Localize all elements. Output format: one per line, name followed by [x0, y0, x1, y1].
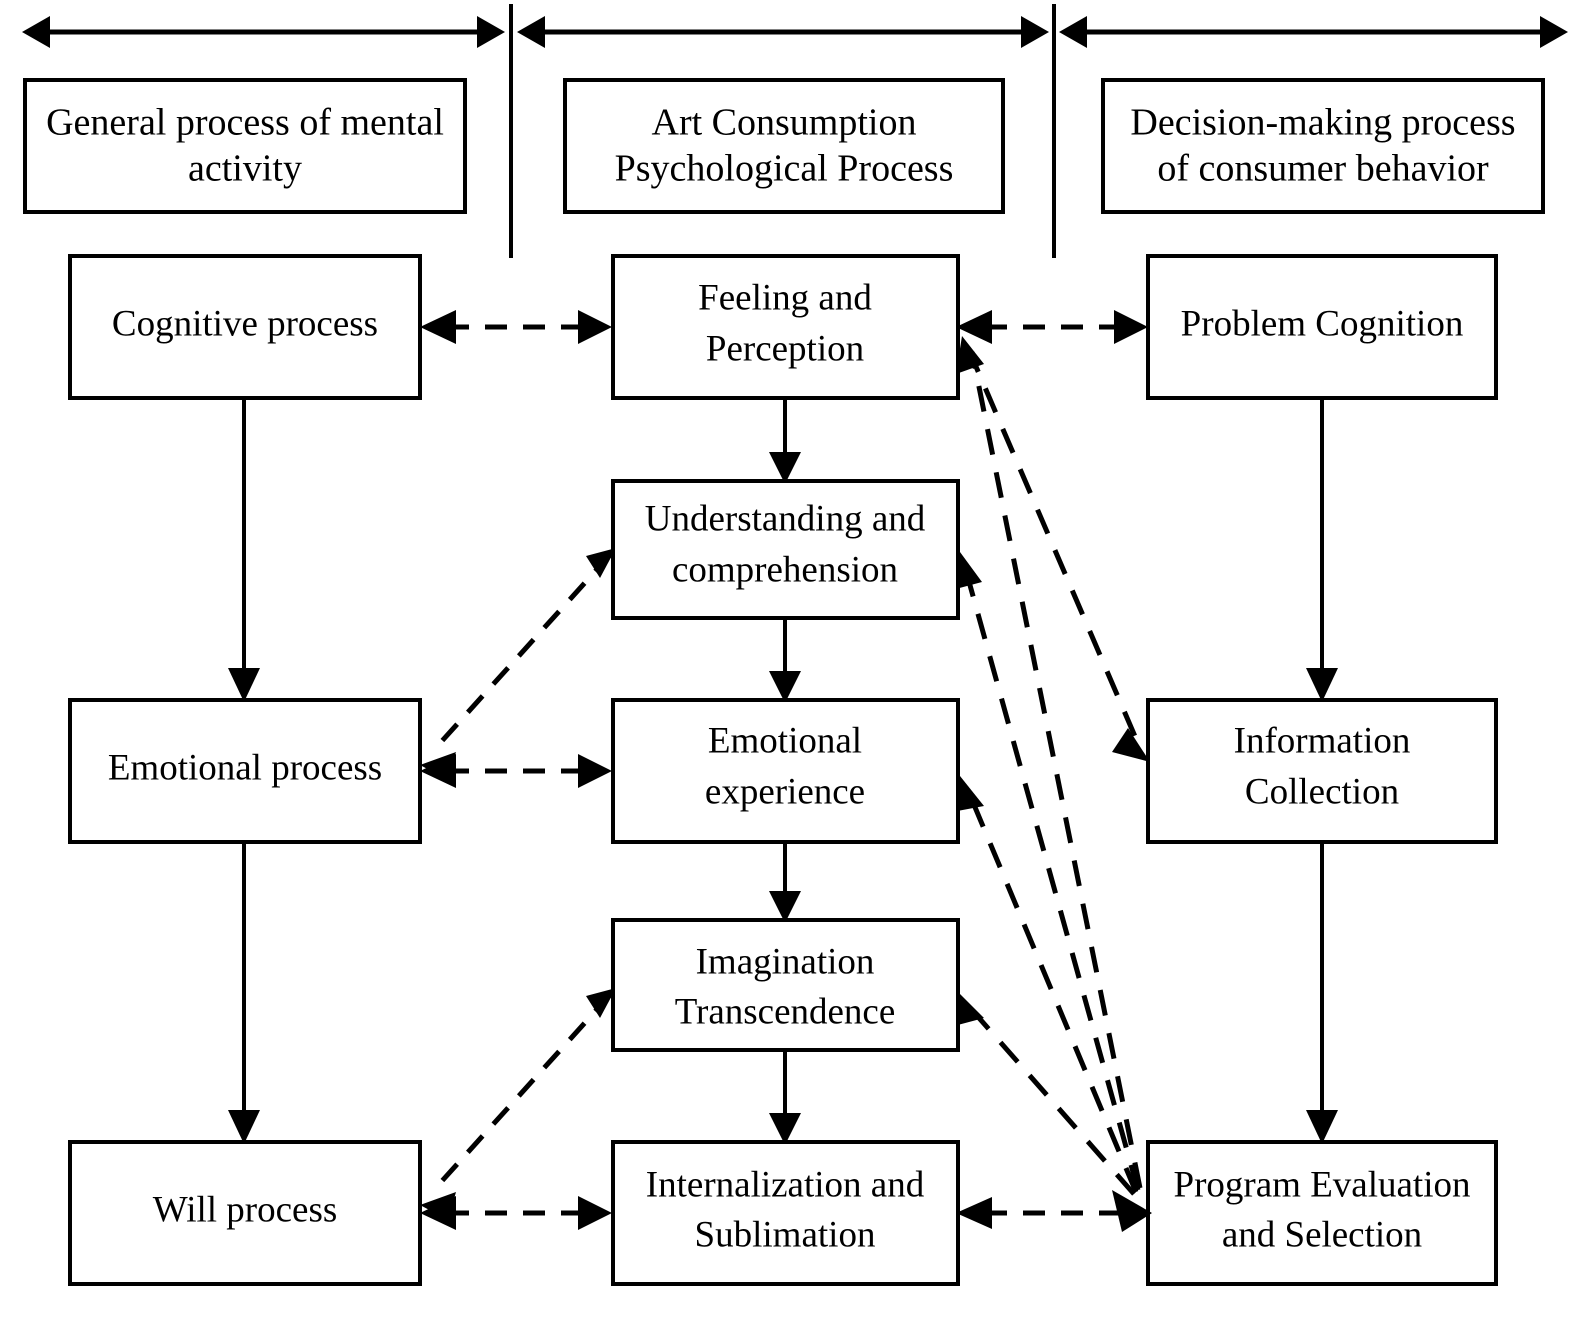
node-feeling-and-perception-rect[interactable]	[611, 254, 960, 400]
node-imagination-transcendence-rect[interactable]	[611, 918, 960, 1052]
header-art-consumption-line2: Psychological Process	[615, 148, 954, 190]
node-will-process-label: Will process	[153, 1189, 338, 1230]
header-boxes: General process of mental activity Art C…	[23, 78, 1545, 214]
node-problem-cognition[interactable]: Problem Cognition	[1146, 254, 1498, 400]
node-emotional-experience-label-line1: Emotional	[708, 720, 862, 761]
edge-program-feeling-line	[969, 351, 1143, 1189]
edge-problem-to-information-arrowhead	[1306, 668, 1338, 702]
node-emotional-process-rect[interactable]	[68, 698, 422, 844]
node-problem-cognition-rect[interactable]	[1146, 254, 1498, 400]
node-understanding-and-comprehension-rect[interactable]	[611, 479, 960, 620]
node-information-collection-label-line1: Information	[1234, 720, 1411, 761]
node-program-evaluation-label-line2: and Selection	[1222, 1214, 1422, 1255]
span-right-arrowhead-start	[1059, 16, 1087, 48]
node-understanding-label-line2: comprehension	[672, 549, 898, 590]
node-will-process-rect[interactable]	[68, 1140, 422, 1286]
edge-feeling-information-line	[965, 347, 1143, 749]
node-will-process[interactable]: Will process	[68, 1140, 422, 1286]
edge-feeling-information-arrowhead	[1112, 728, 1150, 762]
edge-emotionalexp-to-imagination-arrowhead	[769, 891, 801, 923]
edge-cognitive-to-emotional-arrowhead	[228, 668, 260, 702]
edge-emotional-to-will-arrowhead	[228, 1110, 260, 1144]
header-general-process-line2: activity	[188, 148, 302, 190]
program-evaluation-incoming-arrowheads	[1112, 1190, 1152, 1232]
node-emotional-experience[interactable]: Emotional experience	[611, 698, 960, 844]
header-art-consumption-line1: Art Consumption	[652, 102, 917, 144]
edge-imagination-to-internalization-arrowhead	[769, 1113, 801, 1145]
node-imagination-label-line2: Transcendence	[675, 991, 896, 1032]
node-emotional-process[interactable]: Emotional process	[68, 698, 422, 844]
column-dividers	[509, 4, 1056, 258]
edge-feeling-problem-arrowhead-left	[956, 310, 992, 344]
span-right-arrowhead-end	[1540, 16, 1568, 48]
node-understanding-and-comprehension[interactable]: Understanding and comprehension	[611, 479, 960, 620]
node-internalization-label-line2: Sublimation	[695, 1214, 876, 1255]
edge-feeling-to-understanding-arrowhead	[769, 452, 801, 484]
span-left-arrowhead-end	[477, 16, 505, 48]
top-span-arrows	[22, 16, 1568, 48]
edge-will-internalization-arrowhead-right	[578, 1196, 612, 1230]
edge-imagination-willprocess-line	[430, 993, 612, 1194]
node-internalization-and-sublimation-rect[interactable]	[611, 1140, 960, 1286]
header-decision-making-line2: of consumer behavior	[1157, 148, 1489, 190]
edge-emotional-emotionalexp-arrowhead-left	[420, 754, 456, 788]
edge-understanding-emotionalprocess-arrowhead-up	[586, 548, 616, 578]
edge-cognitive-feeling-arrowhead-left	[420, 310, 456, 344]
edge-program-understanding-line	[965, 577, 1141, 1191]
node-emotional-experience-label-line2: experience	[705, 771, 865, 812]
node-understanding-label-line1: Understanding and	[645, 498, 926, 539]
node-problem-cognition-label: Problem Cognition	[1181, 303, 1464, 344]
node-feeling-and-perception-label-line2: Perception	[706, 328, 864, 369]
node-imagination-label-line1: Imagination	[696, 941, 875, 982]
edge-program-internalization-arrowhead-left	[956, 1197, 992, 1229]
converging-arrowhead-main	[1112, 1190, 1152, 1232]
header-box-decision-making	[1101, 78, 1545, 214]
node-program-evaluation-label-line1: Program Evaluation	[1174, 1164, 1471, 1205]
edge-program-imagination-arrowhead	[954, 992, 984, 1026]
span-middle-arrowhead-end	[1021, 16, 1049, 48]
solid-edges	[228, 398, 1338, 1145]
node-emotional-process-label: Emotional process	[108, 747, 382, 788]
dashed-horizontal-edges	[420, 310, 1148, 1230]
node-boxes: Cognitive process Emotional process Will…	[68, 254, 1498, 1286]
node-internalization-and-sublimation[interactable]: Internalization and Sublimation	[611, 1140, 960, 1286]
node-program-evaluation-rect[interactable]	[1146, 1140, 1498, 1286]
node-feeling-and-perception-label-line1: Feeling and	[698, 277, 872, 318]
node-information-collection[interactable]: Information Collection	[1146, 698, 1498, 844]
node-cognitive-process[interactable]: Cognitive process	[68, 254, 422, 400]
header-general-process-line1: General process of mental	[46, 102, 444, 144]
node-emotional-experience-rect[interactable]	[611, 698, 960, 844]
edge-feeling-problem-arrowhead-right	[1114, 310, 1148, 344]
header-box-art-consumption	[563, 78, 1005, 214]
span-left-arrowhead-start	[22, 16, 50, 48]
node-feeling-and-perception[interactable]: Feeling and Perception	[611, 254, 960, 400]
edge-will-internalization-arrowhead-left	[420, 1196, 456, 1230]
edge-emotional-emotionalexp-arrowhead-right	[578, 754, 612, 788]
header-decision-making-line1: Decision-making process	[1130, 102, 1515, 144]
edge-program-feeling-arrowhead	[956, 336, 984, 374]
edge-understanding-emotionalprocess-line	[430, 553, 612, 754]
node-program-evaluation-and-selection[interactable]: Program Evaluation and Selection	[1146, 1140, 1498, 1286]
edge-information-to-program-arrowhead	[1306, 1110, 1338, 1144]
span-middle-arrowhead-start	[517, 16, 545, 48]
node-cognitive-process-rect[interactable]	[68, 254, 422, 400]
edge-cognitive-feeling-arrowhead-right	[578, 310, 612, 344]
header-box-general-process	[23, 78, 467, 214]
node-cognitive-process-label: Cognitive process	[112, 303, 378, 344]
node-information-collection-label-line2: Collection	[1245, 771, 1399, 812]
node-internalization-label-line1: Internalization and	[646, 1164, 925, 1205]
edge-program-emotionalexp-line	[969, 799, 1139, 1193]
edge-understanding-to-emotionalexp-arrowhead	[769, 671, 801, 703]
node-information-collection-rect[interactable]	[1146, 698, 1498, 844]
edge-imagination-willprocess-arrowhead-up	[586, 988, 616, 1018]
node-imagination-transcendence[interactable]: Imagination Transcendence	[611, 918, 960, 1052]
